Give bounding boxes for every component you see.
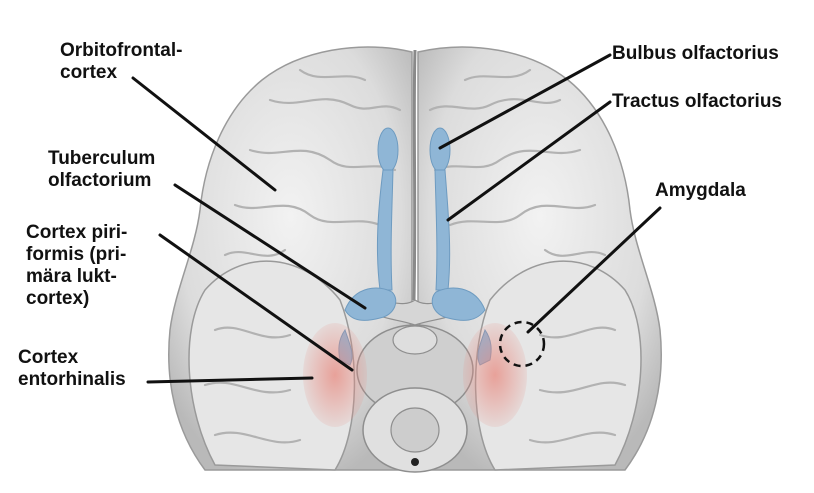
label-piriformis-line-3: mära lukt-: [26, 266, 117, 287]
label-orbitofrontal-cortex: Orbitofrontal- cortex: [60, 40, 182, 84]
label-tuberculum-line-2: olfactorium: [48, 170, 152, 191]
leader-amygdala: [526, 206, 662, 334]
label-entorhinalis-line-1: Cortex: [18, 347, 79, 368]
label-cortex-piriformis: Cortex piri- formis (pri- mära lukt- cor…: [26, 222, 127, 310]
label-tuberculum-olfactorium: Tuberculum olfactorium: [48, 148, 155, 192]
label-cortex-entorhinalis: Cortex entorhinalis: [18, 347, 126, 391]
left-olfactory-tract: [376, 169, 394, 291]
leader-entorhinalis: [146, 376, 314, 384]
label-amygdala: Amygdala: [655, 180, 746, 202]
gyri-texture: [203, 68, 627, 444]
label-tractus-olfactorius: Tractus olfactorius: [612, 91, 782, 113]
leader-tractus: [446, 100, 612, 222]
label-orbitofrontal-line-2: cortex: [60, 62, 118, 83]
leader-tuberculum: [173, 183, 367, 310]
leader-bulbus: [438, 53, 612, 150]
label-bulbus-line-1: Bulbus olfactorius: [612, 43, 779, 64]
label-amygdala-line-1: Amygdala: [655, 180, 746, 201]
label-piriformis-line-2: formis (pri-: [26, 244, 127, 265]
amygdala-marker: [498, 320, 546, 368]
leader-lines: [131, 53, 662, 384]
left-olfactory-bulb: [377, 127, 399, 173]
olfactory-system: [338, 127, 492, 366]
label-orbitofrontal-line-1: Orbitofrontal-: [60, 40, 183, 61]
label-piriformis-line-1: Cortex piri-: [26, 222, 128, 243]
right-piriform-cortex-area: [463, 323, 527, 427]
right-olfactory-bulb: [429, 127, 451, 173]
label-piriformis-line-4: cortex): [26, 288, 90, 309]
leader-orbitofrontal: [131, 76, 277, 192]
label-entorhinalis-line-2: entorhinalis: [18, 369, 126, 390]
label-tuberculum-line-1: Tuberculum: [48, 148, 156, 169]
label-bulbus-olfactorius: Bulbus olfactorius: [612, 43, 779, 65]
olfactory-trigone-right: [431, 287, 486, 321]
mammillary-area: [392, 325, 438, 355]
medulla: [390, 407, 440, 453]
longitudinal-fissure: [412, 49, 417, 301]
medulla-dot: [411, 458, 419, 466]
left-piriform-cortex-area: [303, 323, 367, 427]
label-tractus-line-1: Tractus olfactorius: [612, 91, 782, 112]
leader-piriformis: [158, 233, 354, 372]
olfactory-trigone: [344, 287, 397, 321]
